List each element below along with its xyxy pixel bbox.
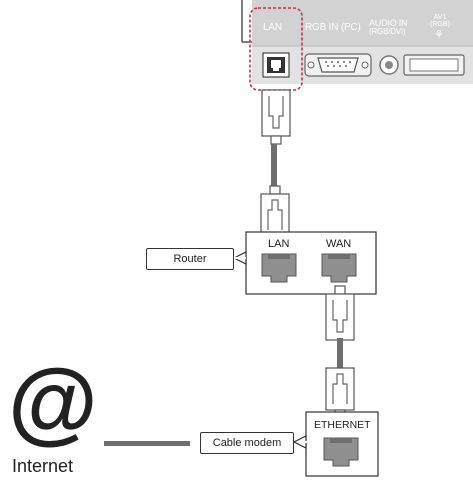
lan-highlight-outline [249, 7, 303, 91]
router-port-label-wan: WAN [326, 238, 352, 250]
router-wan-plug-icon [325, 285, 355, 341]
av1-port-icon [403, 54, 465, 76]
tv-port-label-audio-in: AUDIO IN [369, 18, 408, 28]
router-name-label: Router [146, 248, 234, 270]
internet-at-icon: @ [8, 351, 98, 453]
internet-label: Internet [12, 456, 74, 476]
tv-port-label-av1: AV1 [433, 14, 447, 21]
modem-ethernet-port-icon [323, 437, 359, 467]
router-lan-port-icon [261, 253, 297, 283]
tv-port-label-lan: LAN [263, 22, 282, 33]
router-lan-plug-icon [260, 185, 290, 237]
audio-in-jack-icon [379, 55, 399, 75]
cable-router-modem [337, 338, 343, 370]
internet-line [104, 441, 190, 446]
modem-ethernet-plug-icon [325, 367, 355, 419]
router-wan-port-icon [321, 253, 357, 283]
tv-lan-plug-icon [261, 89, 291, 145]
cable-modem-name-label: Cable modem [200, 432, 294, 454]
tv-port-label-audio-in-sub: (RGB/DVI) [369, 27, 406, 36]
tv-lan-port-icon [262, 52, 290, 78]
tv-port-label-rgb-in: RGB IN (PC) [305, 22, 361, 33]
modem-port-label-ethernet: ETHERNET [314, 419, 371, 431]
tv-port-label-av1-sub: (RGB) [430, 21, 450, 28]
router-port-label-lan: LAN [268, 238, 290, 250]
rgb-in-port-icon [304, 53, 372, 77]
cable-tv-router [271, 144, 277, 188]
av1-port-symbol-icon: ⚘ [434, 29, 444, 41]
